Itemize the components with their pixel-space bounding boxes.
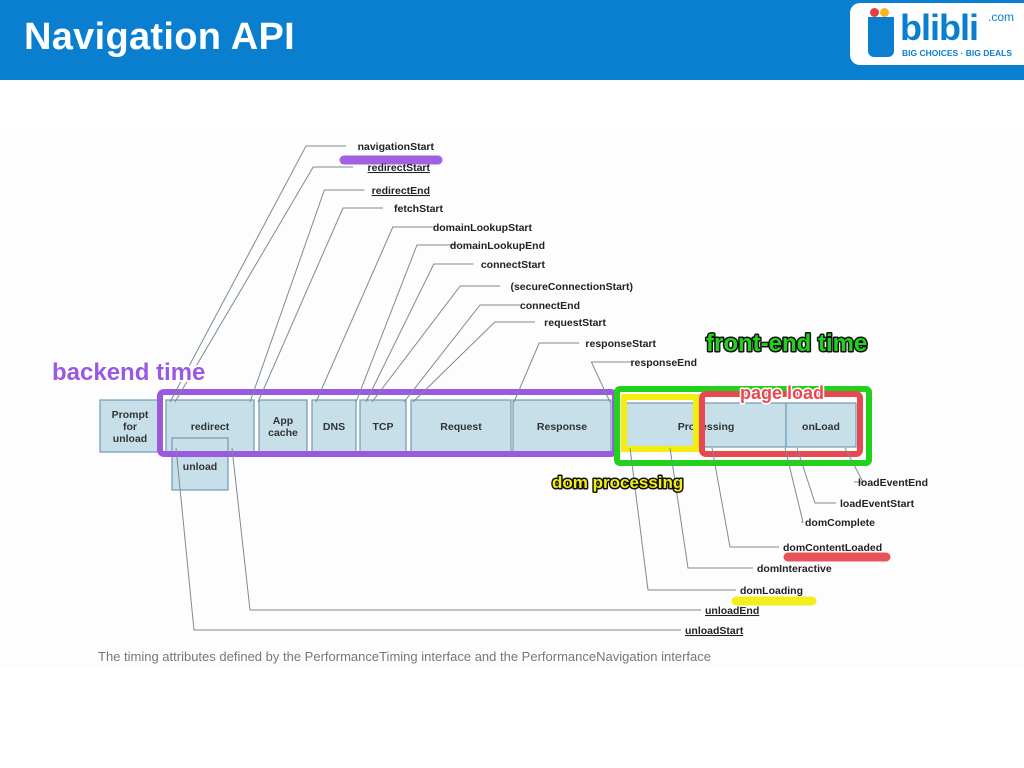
phase-box-app-cache bbox=[258, 399, 308, 453]
phase-label-processing: Processing bbox=[678, 421, 735, 433]
dom-processing-label: dom processing bbox=[552, 473, 683, 492]
event-label-redirectend: redirectEnd bbox=[372, 185, 430, 197]
dom-processing-frame bbox=[621, 394, 699, 452]
event-label-navigationstart: navigationStart bbox=[358, 141, 435, 153]
logo-tagline: BIG CHOICES · BIG DEALS bbox=[902, 48, 1013, 58]
leader-line-11 bbox=[590, 361, 632, 403]
event-label-domainlookupstart: domainLookupStart bbox=[433, 222, 533, 234]
leader-line-bottom-0 bbox=[844, 447, 864, 483]
phase-box-onload bbox=[785, 402, 857, 448]
event-label-connectstart: connectStart bbox=[481, 259, 546, 271]
page-load-frame bbox=[699, 391, 863, 457]
leader-line-bottom-3 bbox=[711, 447, 779, 548]
phase-box-unload bbox=[171, 437, 229, 491]
slide-title: Navigation API bbox=[24, 16, 295, 58]
leader-line-0 bbox=[169, 145, 346, 403]
figure-caption: The timing attributes defined by the Per… bbox=[98, 649, 712, 664]
event-label-responsestart: responseStart bbox=[585, 338, 656, 350]
leader-line-bottom-5 bbox=[629, 447, 736, 591]
phase-label-prompt: for bbox=[123, 421, 137, 433]
event-label-domcontentloaded: domContentLoaded bbox=[783, 542, 882, 554]
event-label-secureconnectionstart: (secureConnectionStart) bbox=[510, 281, 633, 293]
leader-line-5 bbox=[355, 244, 457, 403]
backend-time-label: backend time bbox=[52, 359, 205, 386]
phase-label-tcp: TCP bbox=[373, 421, 394, 433]
event-label-loadeventstart: loadEventStart bbox=[840, 498, 915, 510]
frontend-time-frame bbox=[614, 386, 872, 466]
leader-line-2 bbox=[249, 189, 365, 403]
leader-line-bottom-4 bbox=[669, 447, 753, 569]
leader-line-bottom-6 bbox=[231, 447, 701, 611]
leader-line-8 bbox=[403, 304, 520, 403]
phase-label-prompt: Prompt bbox=[112, 409, 149, 421]
page-load-label: page load bbox=[740, 383, 824, 403]
leader-line-3 bbox=[257, 207, 383, 403]
leader-line-1 bbox=[174, 166, 354, 403]
phase-label-app-cache: App bbox=[273, 415, 293, 427]
leader-line-4 bbox=[315, 226, 433, 403]
event-label-loadeventend: loadEventEnd bbox=[858, 477, 928, 489]
phase-label-prompt: unload bbox=[113, 433, 147, 445]
event-label-unloadstart: unloadStart bbox=[685, 625, 744, 637]
event-label-requeststart: requestStart bbox=[544, 317, 606, 329]
slide-header: Navigation API blibli .com BIG CHOICES ·… bbox=[0, 0, 1024, 80]
leader-line-bottom-7 bbox=[175, 447, 681, 631]
brand-logo: blibli .com BIG CHOICES · BIG DEALS bbox=[850, 3, 1024, 65]
phase-label-response: Response bbox=[537, 421, 587, 433]
shopping-bag-icon bbox=[868, 8, 894, 57]
leader-line-bottom-1 bbox=[796, 447, 836, 504]
logo-wordmark: blibli bbox=[900, 7, 979, 48]
event-label-domainlookupend: domainLookupEnd bbox=[450, 240, 545, 252]
event-label-unloadend: unloadEnd bbox=[705, 605, 759, 617]
phase-label-unload: unload bbox=[183, 461, 217, 473]
event-label-connectend: connectEnd bbox=[520, 300, 580, 312]
phase-label-request: Request bbox=[440, 421, 482, 433]
event-label-domcomplete: domComplete bbox=[805, 517, 875, 529]
leader-line-9 bbox=[412, 321, 535, 403]
phase-label-dns: DNS bbox=[323, 421, 345, 433]
leader-line-10 bbox=[513, 342, 580, 403]
leader-line-7 bbox=[371, 285, 501, 403]
frontend-time-label: front-end time bbox=[706, 330, 867, 357]
logo-suffix: .com bbox=[988, 10, 1015, 24]
phase-label-onload: onLoad bbox=[802, 421, 840, 433]
leader-line-6 bbox=[365, 263, 474, 403]
phase-box-response bbox=[512, 399, 612, 453]
leader-line-bottom-2 bbox=[784, 447, 804, 523]
event-label-redirectstart: redirectStart bbox=[368, 162, 431, 174]
phase-label-app-cache: cache bbox=[268, 427, 298, 439]
event-label-fetchstart: fetchStart bbox=[394, 203, 444, 215]
event-label-responseend: responseEnd bbox=[630, 357, 697, 369]
event-label-dominteractive: domInteractive bbox=[757, 563, 832, 575]
event-label-domloading: domLoading bbox=[740, 585, 803, 597]
phase-box-prompt-for-unload bbox=[99, 399, 161, 453]
phase-label-redirect: redirect bbox=[191, 421, 230, 433]
